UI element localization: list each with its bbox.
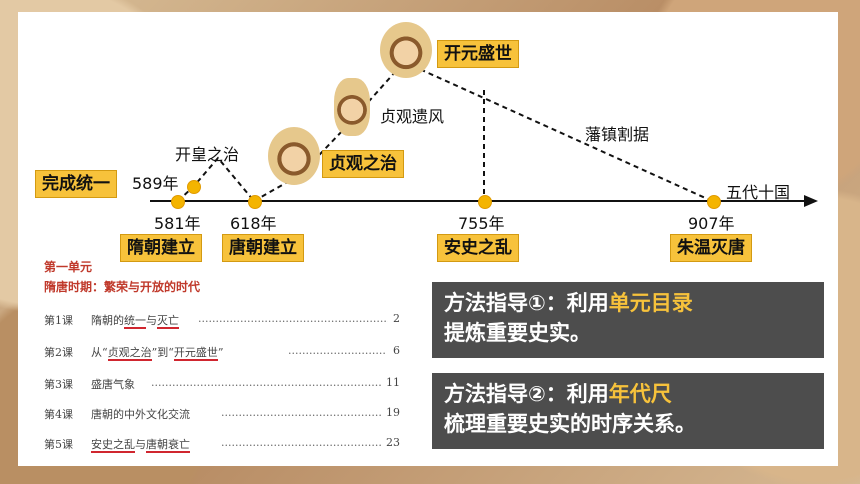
dot-907 (707, 195, 721, 209)
dot-581 (171, 195, 185, 209)
year-907: 907年 (688, 214, 735, 233)
event-fanzhen: 藩镇割据 (585, 125, 650, 144)
event-unification: 完成统一 (35, 170, 117, 198)
toc-row: 第2课 从“贞观之治”到“开元盛世” .....................… (44, 344, 400, 361)
page-number: 2 (393, 312, 400, 325)
toc-row: 第1课 隋朝的统一与灭亡 ...........................… (44, 312, 400, 329)
dot-618 (248, 195, 262, 209)
wuzetian-portrait (334, 78, 370, 136)
zhenguan-dashed-line (253, 61, 405, 202)
event-kaiyuan: 开元盛世 (437, 40, 519, 68)
lesson-number: 第1课 (44, 314, 73, 327)
year-755: 755年 (458, 214, 505, 233)
event-zhuwen: 朱温灭唐 (670, 234, 752, 262)
event-sui-founded: 隋朝建立 (120, 234, 202, 262)
year-581: 581年 (154, 214, 201, 233)
event-five-dynasties: 五代十国 (726, 183, 791, 202)
toc-row: 第5课 安史之乱与唐朝衰亡 ..........................… (44, 436, 400, 453)
event-anshi: 安史之乱 (437, 234, 519, 262)
toc-row: 第4课 唐朝的中外文化交流 ..........................… (44, 406, 400, 421)
unit-table-of-contents: 第一单元 隋唐时期：繁荣与开放的时代 第1课 隋朝的统一与灭亡 ........… (26, 256, 406, 461)
kaihuang-dashed-line (177, 156, 255, 202)
timeline-arrowhead (804, 195, 818, 207)
unit-title: 第一单元 (44, 260, 93, 274)
method-guide-1: 方法指导①：利用单元目录 提炼重要史实。 (432, 282, 824, 358)
event-kaihuang: 开皇之治 (175, 145, 240, 164)
event-tang-founded: 唐朝建立 (222, 234, 304, 262)
xuanzong-portrait (380, 22, 432, 78)
taizong-portrait (268, 127, 320, 185)
decline-dashed-line (403, 61, 713, 202)
year-589: 589年 (132, 174, 179, 193)
unit-subtitle: 隋唐时期：繁荣与开放的时代 (44, 280, 201, 294)
method-guide-2: 方法指导②：利用年代尺 梳理重要史实的时序关系。 (432, 373, 824, 449)
dot-755 (478, 195, 492, 209)
dot-589 (187, 180, 201, 194)
year-618: 618年 (230, 214, 277, 233)
event-zhenguan-legacy: 贞观遗风 (380, 107, 445, 126)
event-zhenguan: 贞观之治 (322, 150, 404, 178)
toc-row: 第3课 盛唐气象 ...............................… (44, 376, 400, 391)
